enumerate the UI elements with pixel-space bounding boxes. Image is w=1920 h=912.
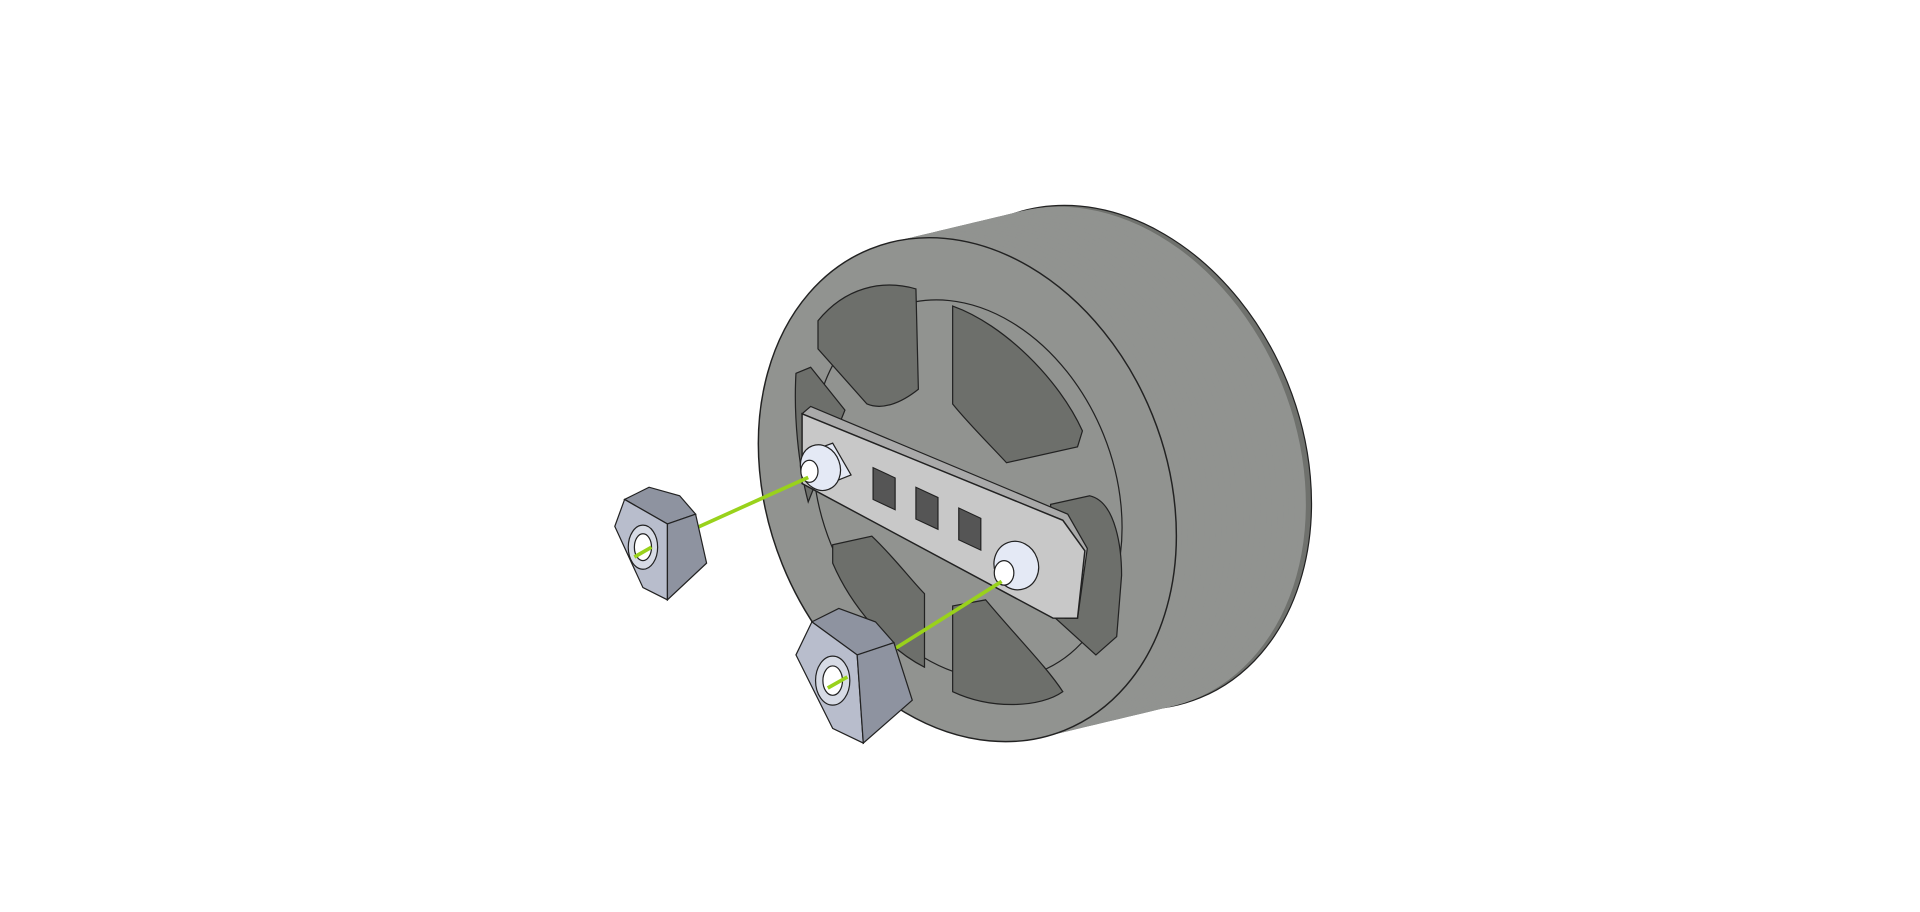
axis-line-bottom-inner — [826, 675, 849, 690]
spoke-hole — [952, 305, 1084, 464]
plate-slot — [958, 507, 982, 552]
bushing-bottom — [993, 540, 1040, 591]
plate-slot — [915, 486, 939, 531]
spoke-hole — [832, 535, 926, 669]
bushing-top — [799, 442, 852, 492]
axis-line-top-inner — [633, 545, 653, 559]
spoke-hole — [817, 284, 919, 407]
spoke-hole — [952, 599, 1064, 706]
plate-slot — [872, 466, 896, 511]
hex-nut-top[interactable] — [614, 486, 708, 602]
hex-nut-bottom[interactable] — [795, 607, 913, 745]
